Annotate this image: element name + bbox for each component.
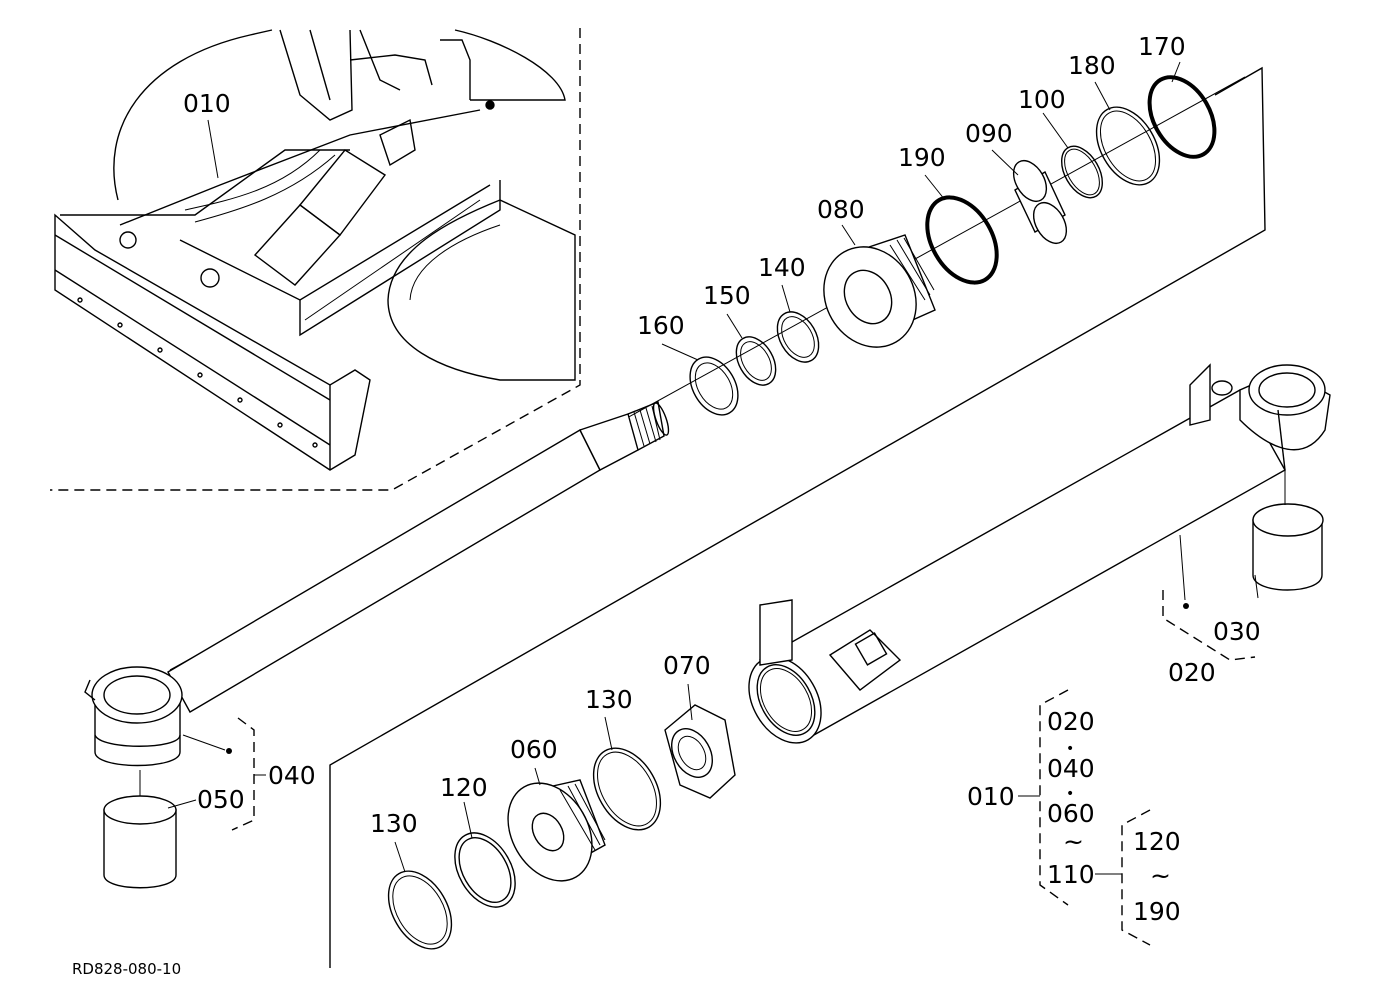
label-160: 160 <box>637 311 685 340</box>
ring-180 <box>1095 106 1161 186</box>
assembly-item-040: 040 <box>1047 754 1095 783</box>
wiper-160 <box>689 356 739 416</box>
label-130-upper: 130 <box>585 685 633 714</box>
label-100: 100 <box>1018 85 1066 114</box>
assembly-item-020: 020 <box>1047 707 1095 736</box>
label-inset-010: 010 <box>183 89 231 118</box>
label-170: 170 <box>1138 32 1186 61</box>
label-020: 020 <box>1168 658 1216 687</box>
assembly-tilde-1: ~ <box>1063 827 1084 856</box>
assembly-dot-1: • <box>1066 741 1074 757</box>
ring-130-lower <box>387 870 453 950</box>
cylinder-tube <box>748 363 1331 744</box>
bush-030 <box>1252 470 1324 591</box>
cabin-outline <box>113 29 273 201</box>
label-070: 070 <box>663 651 711 680</box>
assembly-item-060: 060 <box>1047 799 1095 828</box>
label-080: 080 <box>817 195 865 224</box>
nut-070 <box>664 704 736 799</box>
boom-arm <box>279 29 353 121</box>
label-130-lower: 130 <box>370 809 418 838</box>
label-050: 050 <box>197 785 245 814</box>
label-060: 060 <box>510 735 558 764</box>
label-030: 030 <box>1213 617 1261 646</box>
dozer-blade <box>54 213 371 471</box>
assembly-tilde-2: ~ <box>1150 861 1171 890</box>
seal-140 <box>776 311 820 363</box>
o-ring-190 <box>925 195 999 285</box>
assembly-sub-to: 190 <box>1133 897 1181 926</box>
track-right <box>387 199 576 381</box>
assembly-sub-from: 120 <box>1133 827 1181 856</box>
piston-rod <box>84 401 670 767</box>
label-090: 090 <box>965 119 1013 148</box>
piston-060 <box>507 779 606 882</box>
label-150: 150 <box>703 281 751 310</box>
seal-150 <box>735 336 777 386</box>
label-180: 180 <box>1068 51 1116 80</box>
inset-cylinder <box>298 149 387 236</box>
ring-120 <box>454 832 516 908</box>
label-140: 140 <box>758 253 806 282</box>
leader-lines <box>167 61 1259 873</box>
label-040: 040 <box>268 761 316 790</box>
label-120: 120 <box>440 773 488 802</box>
exploded-axis-frame <box>329 66 1266 968</box>
assembly-dot-2: • <box>1066 786 1074 802</box>
assembly-item-110: 110 <box>1047 860 1095 889</box>
label-190: 190 <box>898 143 946 172</box>
o-ring-170 <box>1147 75 1217 159</box>
machine-inset <box>50 28 581 491</box>
ring-100 <box>1060 145 1104 199</box>
bush-050 <box>103 770 177 889</box>
bush-090 <box>1012 160 1068 244</box>
ring-130-upper <box>592 747 662 831</box>
assembly-brackets <box>1018 689 1151 946</box>
reference-code: RD828-080-10 <box>72 960 181 978</box>
rod-guide-080 <box>823 234 936 348</box>
assembly-root-010: 010 <box>967 782 1015 811</box>
inset-border <box>50 28 581 491</box>
